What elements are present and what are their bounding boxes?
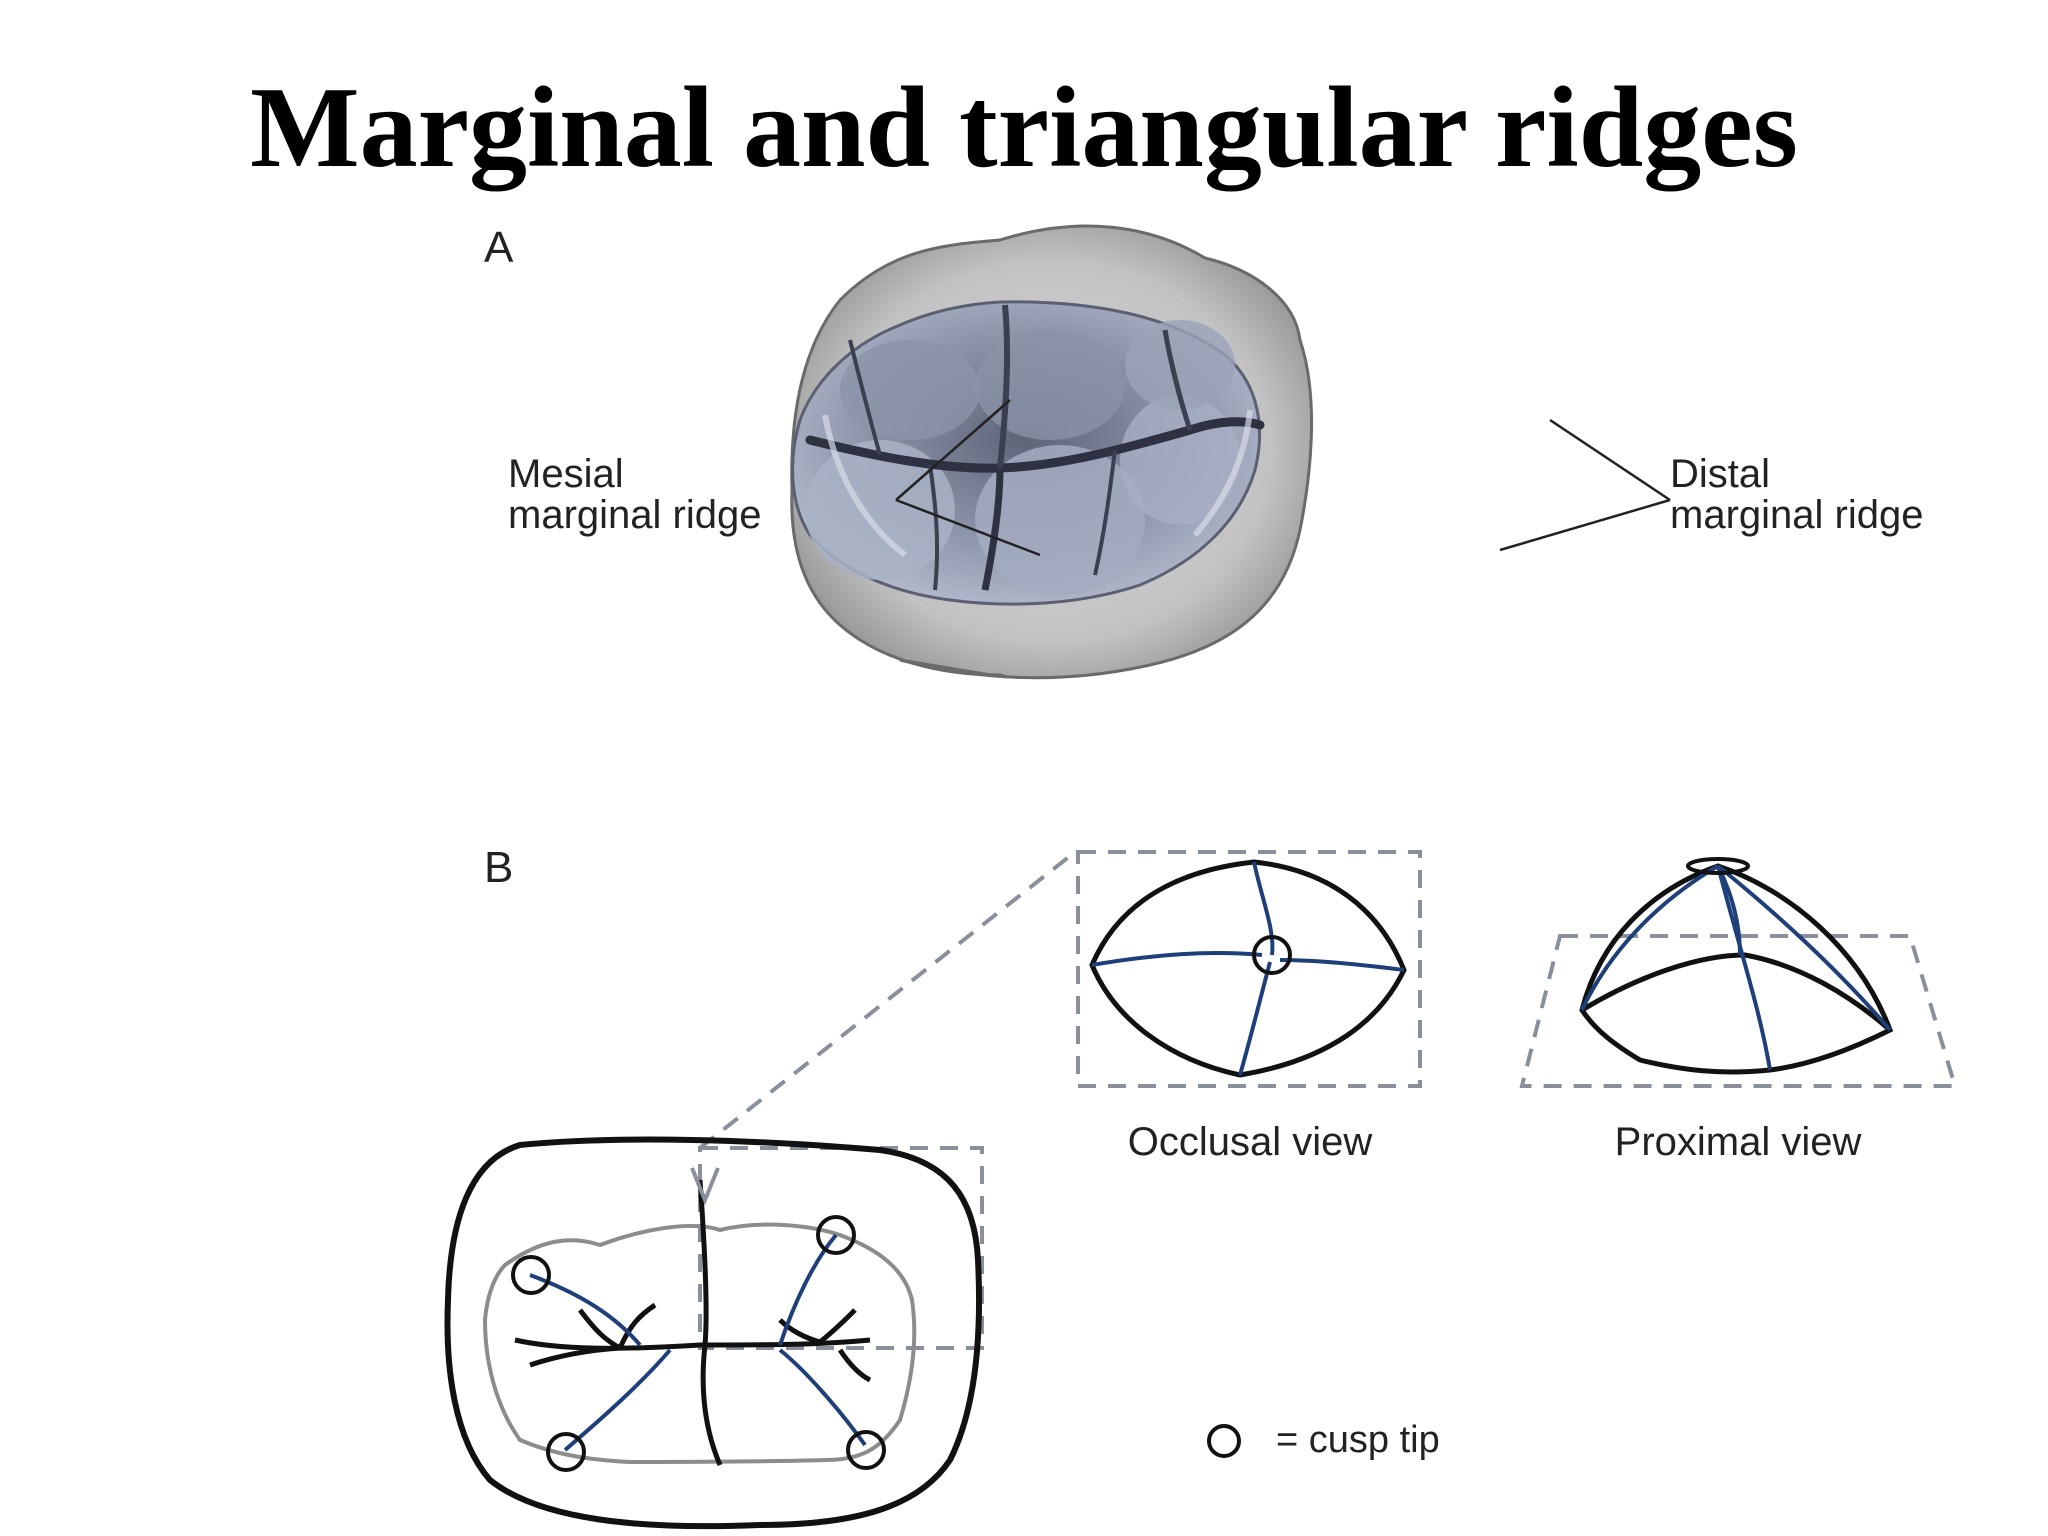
legend-text: = cusp tip — [1276, 1419, 1440, 1461]
distal-label-line1: Distal — [1670, 452, 1770, 496]
proximal-view-diagram — [1519, 857, 1958, 1088]
molar-illustration — [790, 224, 1314, 680]
distal-label: Distal marginal ridge — [1670, 452, 1923, 537]
occlusal-view-diagram — [1076, 850, 1422, 1088]
panel-a-label: A — [484, 223, 514, 272]
cusp-tip-legend: = cusp tip — [1207, 1419, 1440, 1461]
distal-label-line2: marginal ridge — [1670, 493, 1923, 537]
proximal-caption: Proximal view — [1615, 1120, 1862, 1164]
slide-title: Marginal and triangular ridges — [250, 64, 1798, 192]
distal-leader-lines — [1499, 418, 1671, 552]
zoom-connectors — [698, 850, 1077, 1350]
mesial-leader-lines — [895, 399, 1041, 557]
occlusal-caption: Occlusal view — [1128, 1120, 1373, 1164]
panel-b-label: B — [484, 843, 513, 892]
cusp-tip-icon — [1207, 1424, 1241, 1458]
tooth-outline-diagram — [444, 1136, 983, 1530]
mesial-label-line2: marginal ridge — [508, 493, 761, 537]
mesial-label-line1: Mesial — [508, 452, 624, 496]
mesial-label: Mesial marginal ridge — [508, 452, 761, 537]
